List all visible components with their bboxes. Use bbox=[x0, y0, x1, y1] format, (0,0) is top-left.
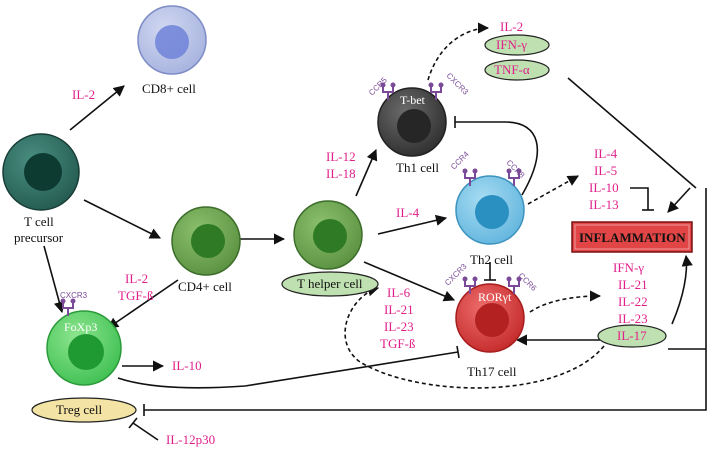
cd8-label: CD8+ cell bbox=[142, 81, 196, 96]
th-pill: T helper cell bbox=[281, 271, 379, 297]
th2-il13: IL-13 bbox=[589, 197, 619, 212]
treg-cell bbox=[46, 310, 122, 386]
inhibit-il12p30-bar bbox=[128, 417, 138, 429]
il12-label: IL-12 bbox=[326, 149, 356, 164]
arrow-il17-inflammation bbox=[671, 254, 693, 325]
receptor-th17-right bbox=[508, 280, 520, 294]
th-nucleus bbox=[313, 219, 347, 253]
receptor-th17-left bbox=[464, 280, 476, 294]
th17-ifng: IFN-γ bbox=[613, 260, 644, 275]
arrow-cd4-treg bbox=[107, 279, 179, 329]
treg-il2: IL-2 bbox=[125, 271, 148, 286]
receptor-th2-right bbox=[508, 172, 520, 186]
th-cell bbox=[293, 200, 363, 270]
th1-label: Th1 cell bbox=[396, 160, 439, 175]
th17-il17: IL-17 bbox=[617, 328, 647, 343]
th17-il22: IL-22 bbox=[618, 294, 648, 309]
il2-to-cd8: IL-2 bbox=[72, 87, 95, 102]
th17-il21: IL-21 bbox=[618, 277, 648, 292]
th17-cell bbox=[455, 283, 525, 353]
inflammation-label: INFLAMMATION bbox=[579, 230, 686, 245]
dashed-connectors bbox=[344, 22, 605, 389]
treg-receptor-label: CXCR3 bbox=[60, 291, 88, 300]
inhibit-treg-th17-bar bbox=[456, 345, 460, 359]
th1-tnfa: TNF-α bbox=[494, 62, 530, 77]
receptor-treg bbox=[62, 302, 74, 316]
th1-receptor-left-label: CCR5 bbox=[367, 75, 389, 97]
dashed-th1-cytokines bbox=[427, 22, 490, 81]
arrow-th-th17 bbox=[363, 261, 456, 302]
th-label: T helper cell bbox=[297, 276, 363, 291]
receptor-heads bbox=[60, 82, 522, 304]
il4-to-th2: IL-4 bbox=[396, 205, 420, 220]
arrow-precursor-cd8 bbox=[69, 85, 125, 131]
arrow-th-th2 bbox=[377, 214, 448, 235]
treg-nucleus bbox=[68, 334, 104, 370]
arrow-precursor-treg bbox=[43, 245, 65, 314]
il12p30-label: IL-12p30 bbox=[166, 432, 215, 447]
receptor-th1-right bbox=[430, 86, 442, 100]
th1-marker: T-bet bbox=[400, 93, 426, 107]
receptor-th2-left bbox=[464, 172, 476, 186]
treg-pill: Treg cell bbox=[31, 397, 137, 423]
inhibit-th2cyto-infl bbox=[630, 187, 649, 210]
precursor-label-line1: T cell bbox=[24, 214, 54, 229]
il6-label: IL-6 bbox=[387, 285, 411, 300]
il18-label: IL-18 bbox=[326, 166, 356, 181]
th17-marker: RORγt bbox=[478, 290, 512, 304]
th2-receptor-left-label: CCR4 bbox=[449, 149, 471, 171]
th1-cell bbox=[377, 87, 447, 157]
il23-label: IL-23 bbox=[384, 319, 414, 334]
th17-il23: IL-23 bbox=[618, 311, 648, 326]
cd4-nucleus bbox=[191, 224, 225, 258]
treg-label: Treg cell bbox=[56, 402, 102, 417]
cd4-label: CD4+ cell bbox=[178, 279, 232, 294]
th2-cell bbox=[455, 175, 525, 245]
treg-marker: FoXp3 bbox=[64, 320, 97, 334]
th17-nucleus bbox=[475, 303, 509, 337]
il21-label: IL-21 bbox=[384, 302, 414, 317]
cd8-nucleus bbox=[155, 25, 189, 59]
th1-nucleus bbox=[397, 109, 431, 143]
receptor-th1-left bbox=[382, 86, 394, 100]
cd4-cell bbox=[171, 206, 241, 276]
inflammation-box: INFLAMMATION bbox=[571, 221, 693, 253]
arrow-th-th1 bbox=[355, 148, 378, 197]
inhibit-treg-th17 bbox=[117, 351, 459, 389]
line-tnf-inflammation bbox=[567, 77, 697, 189]
precursor-nucleus bbox=[24, 153, 62, 191]
th2-il10: IL-10 bbox=[589, 180, 619, 195]
th1-ifng: IFN-γ bbox=[496, 37, 527, 52]
connectors bbox=[43, 77, 707, 441]
dashed-th17-cytokines bbox=[529, 290, 602, 313]
precursor-cell bbox=[2, 133, 80, 211]
inhibit-th2-th1 bbox=[455, 121, 539, 196]
arrow-bus-inflammation bbox=[667, 187, 691, 213]
th1-receptor-right-label: CXCR3 bbox=[445, 71, 471, 97]
treg-il10-out: IL-10 bbox=[172, 358, 202, 373]
th1-il2: IL-2 bbox=[500, 19, 523, 34]
cd8-cell bbox=[137, 5, 207, 75]
il17-pill: IL-17 bbox=[597, 324, 667, 348]
line-right-bus bbox=[144, 188, 707, 411]
th2-il4: IL-4 bbox=[594, 146, 618, 161]
arrow-precursor-cd4 bbox=[83, 199, 162, 239]
treg-tgfb: TGF-ß bbox=[118, 288, 154, 303]
dashed-il17-loop bbox=[344, 285, 605, 389]
th17-label: Th17 cell bbox=[467, 364, 517, 379]
receptors bbox=[62, 86, 520, 316]
tgfb-label: TGF-ß bbox=[380, 336, 416, 351]
inhibit-il12p30-treg bbox=[132, 422, 159, 441]
th2-label: Th2 cell bbox=[470, 252, 513, 267]
dashed-th2-cytokines bbox=[527, 175, 579, 205]
th1-cytokine-pills: IL-2 IFN-γ TNF-α bbox=[484, 19, 550, 81]
th2-il5: IL-5 bbox=[594, 163, 617, 178]
precursor-label-line2: precursor bbox=[14, 230, 64, 245]
th2-nucleus bbox=[475, 195, 509, 229]
